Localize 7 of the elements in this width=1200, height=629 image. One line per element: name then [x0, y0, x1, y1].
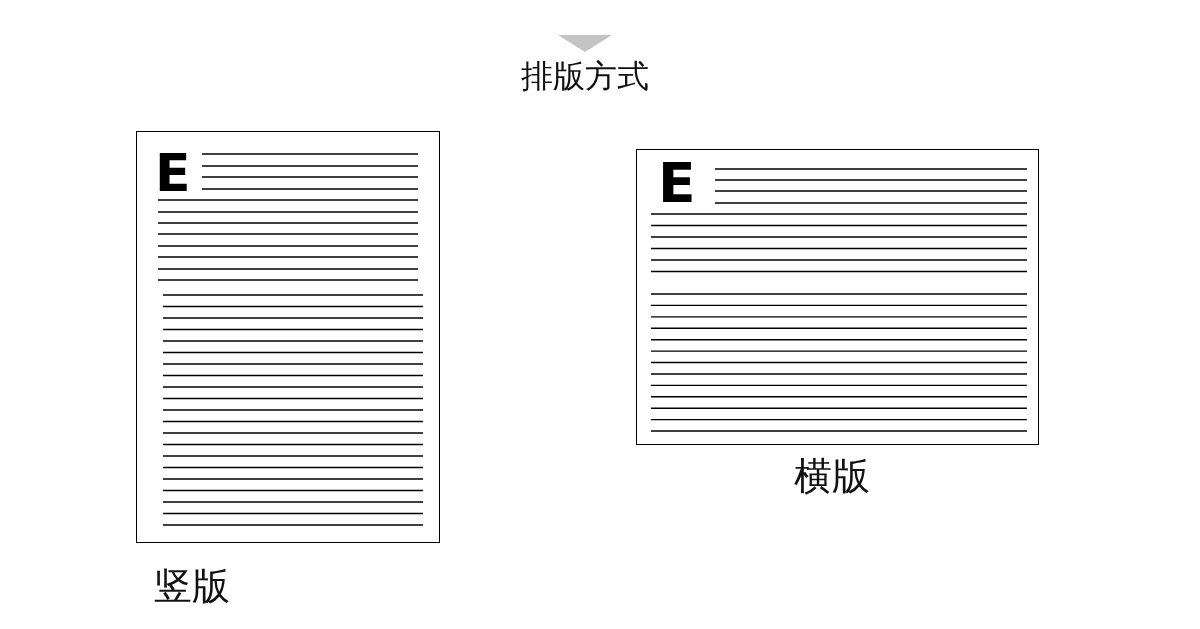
page-outline: [136, 131, 440, 543]
page-outline: [636, 149, 1039, 445]
heading-letter: E: [155, 147, 191, 199]
diagram-title: 排版方式: [521, 60, 649, 92]
heading-letter: E: [658, 156, 696, 211]
page-caption: 竖版: [154, 567, 230, 605]
page-caption: 横版: [794, 457, 870, 495]
